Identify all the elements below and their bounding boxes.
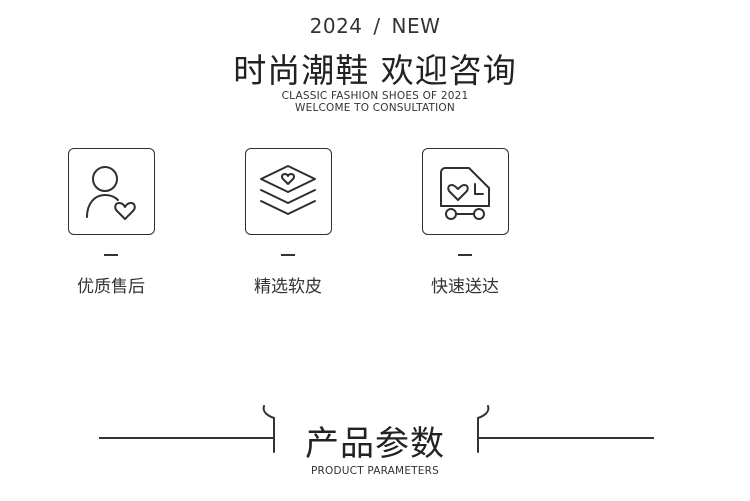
feature-soft-leather-dash [281,254,295,256]
feature-fast-delivery-dash [458,254,472,256]
feature-after-sales: 优质售后 [51,148,171,297]
header-year-line: 2024 / NEW [0,14,750,38]
layers-heart-icon [260,164,316,215]
feature-soft-leather-label: 精选软皮 [254,277,322,297]
header-subtitle-line1: CLASSIC FASHION SHOES OF 2021 [281,90,469,102]
feature-fast-delivery-label: 快速送达 [431,277,499,297]
section-title-params: 产品参数 [305,424,445,464]
feature-after-sales-dash [104,254,118,256]
divider-left [99,437,273,439]
header-subtitle-line2: WELCOME TO CONSULTATION [295,102,455,114]
user-heart-icon [86,165,136,220]
feature-soft-leather: 精选软皮 [228,148,348,297]
section-subtitle-params: PRODUCT PARAMETERS [311,465,439,477]
header-separator: / [373,14,381,38]
divider-right [478,437,654,439]
feature-fast-delivery-box [421,148,509,235]
page-title: 时尚潮鞋 欢迎咨询 [233,51,517,90]
bracket-left-icon [262,405,275,453]
header-tag: NEW [391,14,441,38]
feature-after-sales-box [67,148,155,235]
feature-soft-leather-box [244,148,332,235]
header-year: 2024 [309,14,363,38]
delivery-truck-heart-icon [440,166,490,220]
feature-fast-delivery: 快速送达 [405,148,525,297]
bracket-right-icon [477,405,490,453]
feature-after-sales-label: 优质售后 [77,277,145,297]
